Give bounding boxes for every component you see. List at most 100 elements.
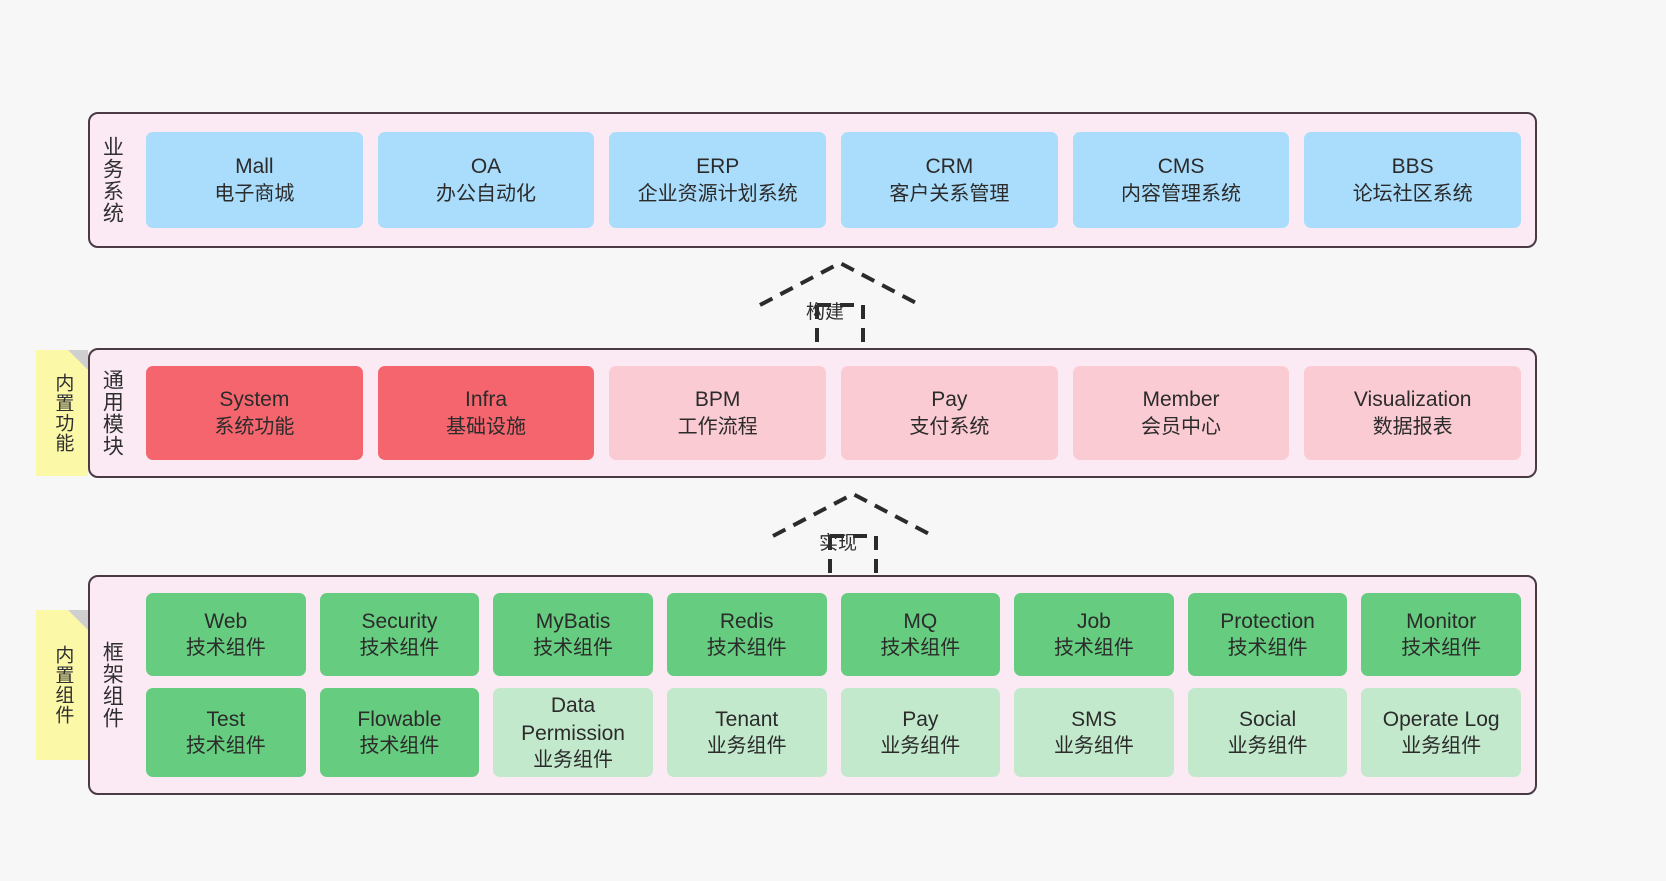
card-subtitle: 企业资源计划系统 xyxy=(637,182,798,205)
layer-common-modules: 通用模块 System 系统功能 Infra 基础设施 BPM 工作流程 Pay… xyxy=(88,348,1537,478)
card-title: MQ xyxy=(903,610,938,634)
card-web[interactable]: Web 技术组件 xyxy=(146,593,306,677)
framework-row-business: Test 技术组件 Flowable 技术组件 Data Permission … xyxy=(146,688,1521,777)
card-title: Data Permission xyxy=(521,694,625,745)
card-subtitle: 会员中心 xyxy=(1141,415,1222,438)
layer-title-business-systems: 业务系统 xyxy=(100,136,124,224)
card-title: Flowable xyxy=(357,708,442,732)
card-redis[interactable]: Redis 技术组件 xyxy=(666,593,827,677)
card-test[interactable]: Test 技术组件 xyxy=(146,688,306,777)
card-title: ERP xyxy=(696,155,740,179)
card-title: MyBatis xyxy=(535,610,611,634)
card-title: Operate Log xyxy=(1382,708,1500,732)
card-title: CMS xyxy=(1157,155,1205,179)
card-title: OA xyxy=(470,155,502,179)
layer-framework-components: 框架组件 Web 技术组件 Security 技术组件 MyBatis 技术组件… xyxy=(88,575,1537,795)
card-operate-log[interactable]: Operate Log 业务组件 xyxy=(1361,688,1521,777)
card-pay-component[interactable]: Pay 业务组件 xyxy=(840,688,1001,777)
note-fold-corner xyxy=(68,610,88,630)
card-subtitle: 工作流程 xyxy=(677,415,758,438)
card-subtitle: 办公自动化 xyxy=(436,182,536,205)
card-title: Visualization xyxy=(1353,388,1472,412)
card-title: Mall xyxy=(235,155,274,179)
note-builtin-components: 内置组件 xyxy=(36,610,88,760)
card-member[interactable]: Member 会员中心 xyxy=(1072,366,1290,460)
layer-title-common-modules: 通用模块 xyxy=(100,369,124,457)
card-subtitle: 技术组件 xyxy=(185,735,266,758)
card-pay-module[interactable]: Pay 支付系统 xyxy=(841,366,1058,460)
card-subtitle: 电子商城 xyxy=(214,182,295,205)
business-systems-card-row: Mall 电子商城 OA 办公自动化 ERP 企业资源计划系统 CRM 客户关系… xyxy=(132,114,1535,246)
connector-label-build: 构建 xyxy=(806,302,845,323)
card-subtitle: 技术组件 xyxy=(533,637,614,660)
card-title: Security xyxy=(361,610,438,634)
card-oa[interactable]: OA 办公自动化 xyxy=(377,132,595,228)
card-title: BBS xyxy=(1391,155,1434,179)
card-sms[interactable]: SMS 业务组件 xyxy=(1014,688,1174,777)
card-subtitle: 系统功能 xyxy=(214,415,295,438)
card-title: BPM xyxy=(694,388,741,412)
note-builtin-features: 内置功能 xyxy=(36,350,88,476)
card-visualization[interactable]: Visualization 数据报表 xyxy=(1304,366,1522,460)
card-title: System xyxy=(219,388,290,412)
card-security[interactable]: Security 技术组件 xyxy=(319,593,480,677)
note-label: 内置功能 xyxy=(52,373,74,453)
card-title: Web xyxy=(204,610,248,634)
common-modules-card-row: System 系统功能 Infra 基础设施 BPM 工作流程 Pay 支付系统… xyxy=(132,350,1535,476)
note-fold-corner xyxy=(68,350,88,370)
card-title: Job xyxy=(1077,610,1111,634)
card-protection[interactable]: Protection 技术组件 xyxy=(1187,593,1348,677)
card-title: Redis xyxy=(719,610,774,634)
card-subtitle: 业务组件 xyxy=(1053,735,1134,758)
card-title: Infra xyxy=(464,388,508,412)
card-job[interactable]: Job 技术组件 xyxy=(1014,593,1174,677)
connector-build: 构建 xyxy=(755,255,925,355)
card-crm[interactable]: CRM 客户关系管理 xyxy=(841,132,1058,228)
card-subtitle: 技术组件 xyxy=(1401,637,1482,660)
card-title: Social xyxy=(1238,708,1297,732)
card-subtitle: 技术组件 xyxy=(359,637,440,660)
layer-title-framework-components: 框架组件 xyxy=(100,641,124,729)
card-title: Member xyxy=(1142,388,1220,412)
layer-business-systems: 业务系统 Mall 电子商城 OA 办公自动化 ERP 企业资源计划系统 CRM… xyxy=(88,112,1537,248)
card-mybatis[interactable]: MyBatis 技术组件 xyxy=(493,593,653,677)
card-mall[interactable]: Mall 电子商城 xyxy=(146,132,363,228)
card-title: SMS xyxy=(1071,708,1117,732)
card-infra[interactable]: Infra 基础设施 xyxy=(377,366,595,460)
card-subtitle: 业务组件 xyxy=(1401,735,1482,758)
card-flowable[interactable]: Flowable 技术组件 xyxy=(319,688,480,777)
card-subtitle: 支付系统 xyxy=(909,415,990,438)
card-subtitle: 技术组件 xyxy=(1227,637,1308,660)
card-subtitle: 技术组件 xyxy=(1053,637,1134,660)
card-data-permission[interactable]: Data Permission 业务组件 xyxy=(493,688,653,777)
card-subtitle: 技术组件 xyxy=(185,637,266,660)
card-title: Test xyxy=(206,708,246,732)
connector-label-implement: 实现 xyxy=(819,533,858,554)
card-subtitle: 客户关系管理 xyxy=(889,182,1010,205)
card-subtitle: 业务组件 xyxy=(1227,735,1308,758)
card-title: Pay xyxy=(902,708,939,732)
card-cms[interactable]: CMS 内容管理系统 xyxy=(1072,132,1290,228)
card-subtitle: 业务组件 xyxy=(533,749,614,771)
card-system[interactable]: System 系统功能 xyxy=(146,366,363,460)
arrow-head-outline xyxy=(772,491,934,538)
card-erp[interactable]: ERP 企业资源计划系统 xyxy=(609,132,827,228)
card-mq[interactable]: MQ 技术组件 xyxy=(840,593,1001,677)
card-monitor[interactable]: Monitor 技术组件 xyxy=(1361,593,1521,677)
card-subtitle: 技术组件 xyxy=(706,637,787,660)
card-title: CRM xyxy=(925,155,974,179)
card-title: Protection xyxy=(1220,610,1315,634)
arrow-head-outline xyxy=(759,260,921,307)
card-tenant[interactable]: Tenant 业务组件 xyxy=(666,688,827,777)
card-bbs[interactable]: BBS 论坛社区系统 xyxy=(1304,132,1522,228)
card-title: Pay xyxy=(931,388,968,412)
card-social[interactable]: Social 业务组件 xyxy=(1187,688,1348,777)
card-subtitle: 业务组件 xyxy=(880,735,961,758)
card-title: Monitor xyxy=(1406,610,1477,634)
card-bpm[interactable]: BPM 工作流程 xyxy=(609,366,827,460)
card-subtitle: 基础设施 xyxy=(446,415,526,438)
note-label: 内置组件 xyxy=(52,645,74,725)
card-subtitle: 业务组件 xyxy=(706,735,787,758)
card-subtitle: 内容管理系统 xyxy=(1121,182,1242,205)
